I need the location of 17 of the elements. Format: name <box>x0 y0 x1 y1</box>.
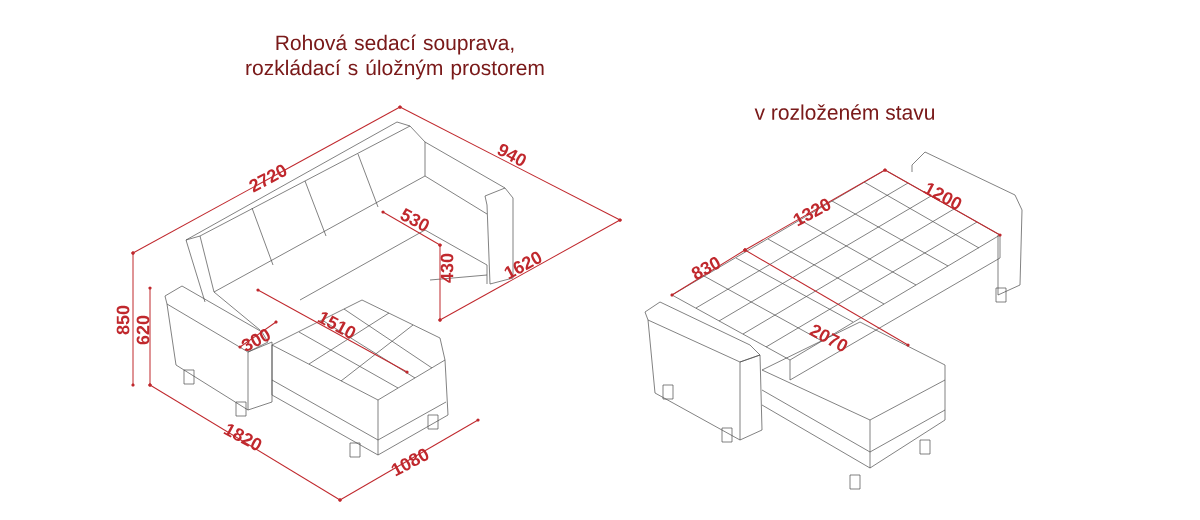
dimension-label: 1820 <box>223 424 262 451</box>
dimension-label: 1320 <box>793 198 831 227</box>
dimension-label: 830 <box>691 257 720 280</box>
dimension-label: 1200 <box>923 183 962 210</box>
dimension-label: 940 <box>497 143 526 166</box>
dimension-label: 300 <box>241 329 270 352</box>
dimension-label: 1620 <box>504 251 542 280</box>
dimension-label: 850 <box>116 305 130 335</box>
subtitle: v rozloženém stavu <box>754 104 935 120</box>
dimension-label: 2070 <box>809 324 848 352</box>
dimension-label: 620 <box>136 315 150 345</box>
dimension-label: 430 <box>440 253 454 283</box>
dimension-label: 2720 <box>249 164 287 193</box>
title: Rohová sedací souprava, rozkládací s úložným prostorem <box>246 34 544 80</box>
dimension-label: 530 <box>400 208 429 231</box>
dimension-label: 1510 <box>317 312 356 339</box>
dimension-label: 1080 <box>391 448 429 477</box>
